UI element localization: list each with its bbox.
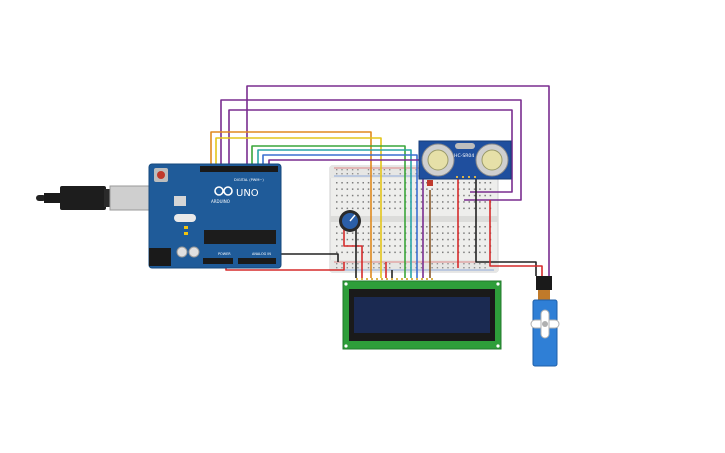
wire-purple-lcd bbox=[268, 159, 424, 278]
lcd-pins bbox=[356, 278, 433, 280]
wire-purple-servo bbox=[246, 85, 550, 280]
brand-label: ARDUINO bbox=[211, 199, 230, 204]
microcontroller-chip bbox=[204, 230, 276, 244]
wires bbox=[210, 85, 550, 280]
digital-header bbox=[200, 166, 278, 172]
wire-blue bbox=[262, 154, 418, 278]
digital-label: DIGITAL (PWM~) bbox=[234, 178, 264, 182]
servo-motor[interactable] bbox=[530, 276, 560, 367]
power-label: POWER bbox=[218, 252, 231, 256]
ultrasonic-sensor[interactable]: HC-SR04 bbox=[418, 140, 512, 180]
potentiometer-icon[interactable] bbox=[339, 210, 361, 232]
reset-button[interactable] bbox=[157, 171, 165, 179]
wire-red-servo bbox=[489, 200, 543, 276]
usb-plug-icon bbox=[36, 185, 159, 211]
arduino-uno-board[interactable]: DIGITAL (PWM~) UNO ARDUINO POWER ANALOG … bbox=[148, 163, 282, 269]
model-label: UNO bbox=[236, 188, 259, 199]
sensor-label: HC-SR04 bbox=[454, 153, 474, 159]
wire-purple-trig bbox=[220, 99, 522, 201]
analog-header bbox=[238, 258, 276, 264]
servo-horn-icon bbox=[530, 309, 560, 339]
wire-purple-echo bbox=[228, 109, 513, 193]
sensor-pins bbox=[456, 176, 476, 178]
wire-green bbox=[251, 145, 406, 278]
wire-teal bbox=[257, 149, 412, 278]
wire-red-pot bbox=[343, 228, 363, 278]
lcd-display[interactable] bbox=[342, 278, 502, 350]
wire-black-sensor bbox=[475, 178, 537, 276]
resistor bbox=[427, 180, 433, 186]
wire-yellow bbox=[215, 137, 382, 278]
analog-label: ANALOG IN bbox=[252, 252, 271, 256]
lcd-screen bbox=[354, 297, 490, 333]
power-header bbox=[203, 258, 233, 264]
wire-orange bbox=[210, 131, 372, 278]
logo-icon bbox=[214, 186, 224, 196]
